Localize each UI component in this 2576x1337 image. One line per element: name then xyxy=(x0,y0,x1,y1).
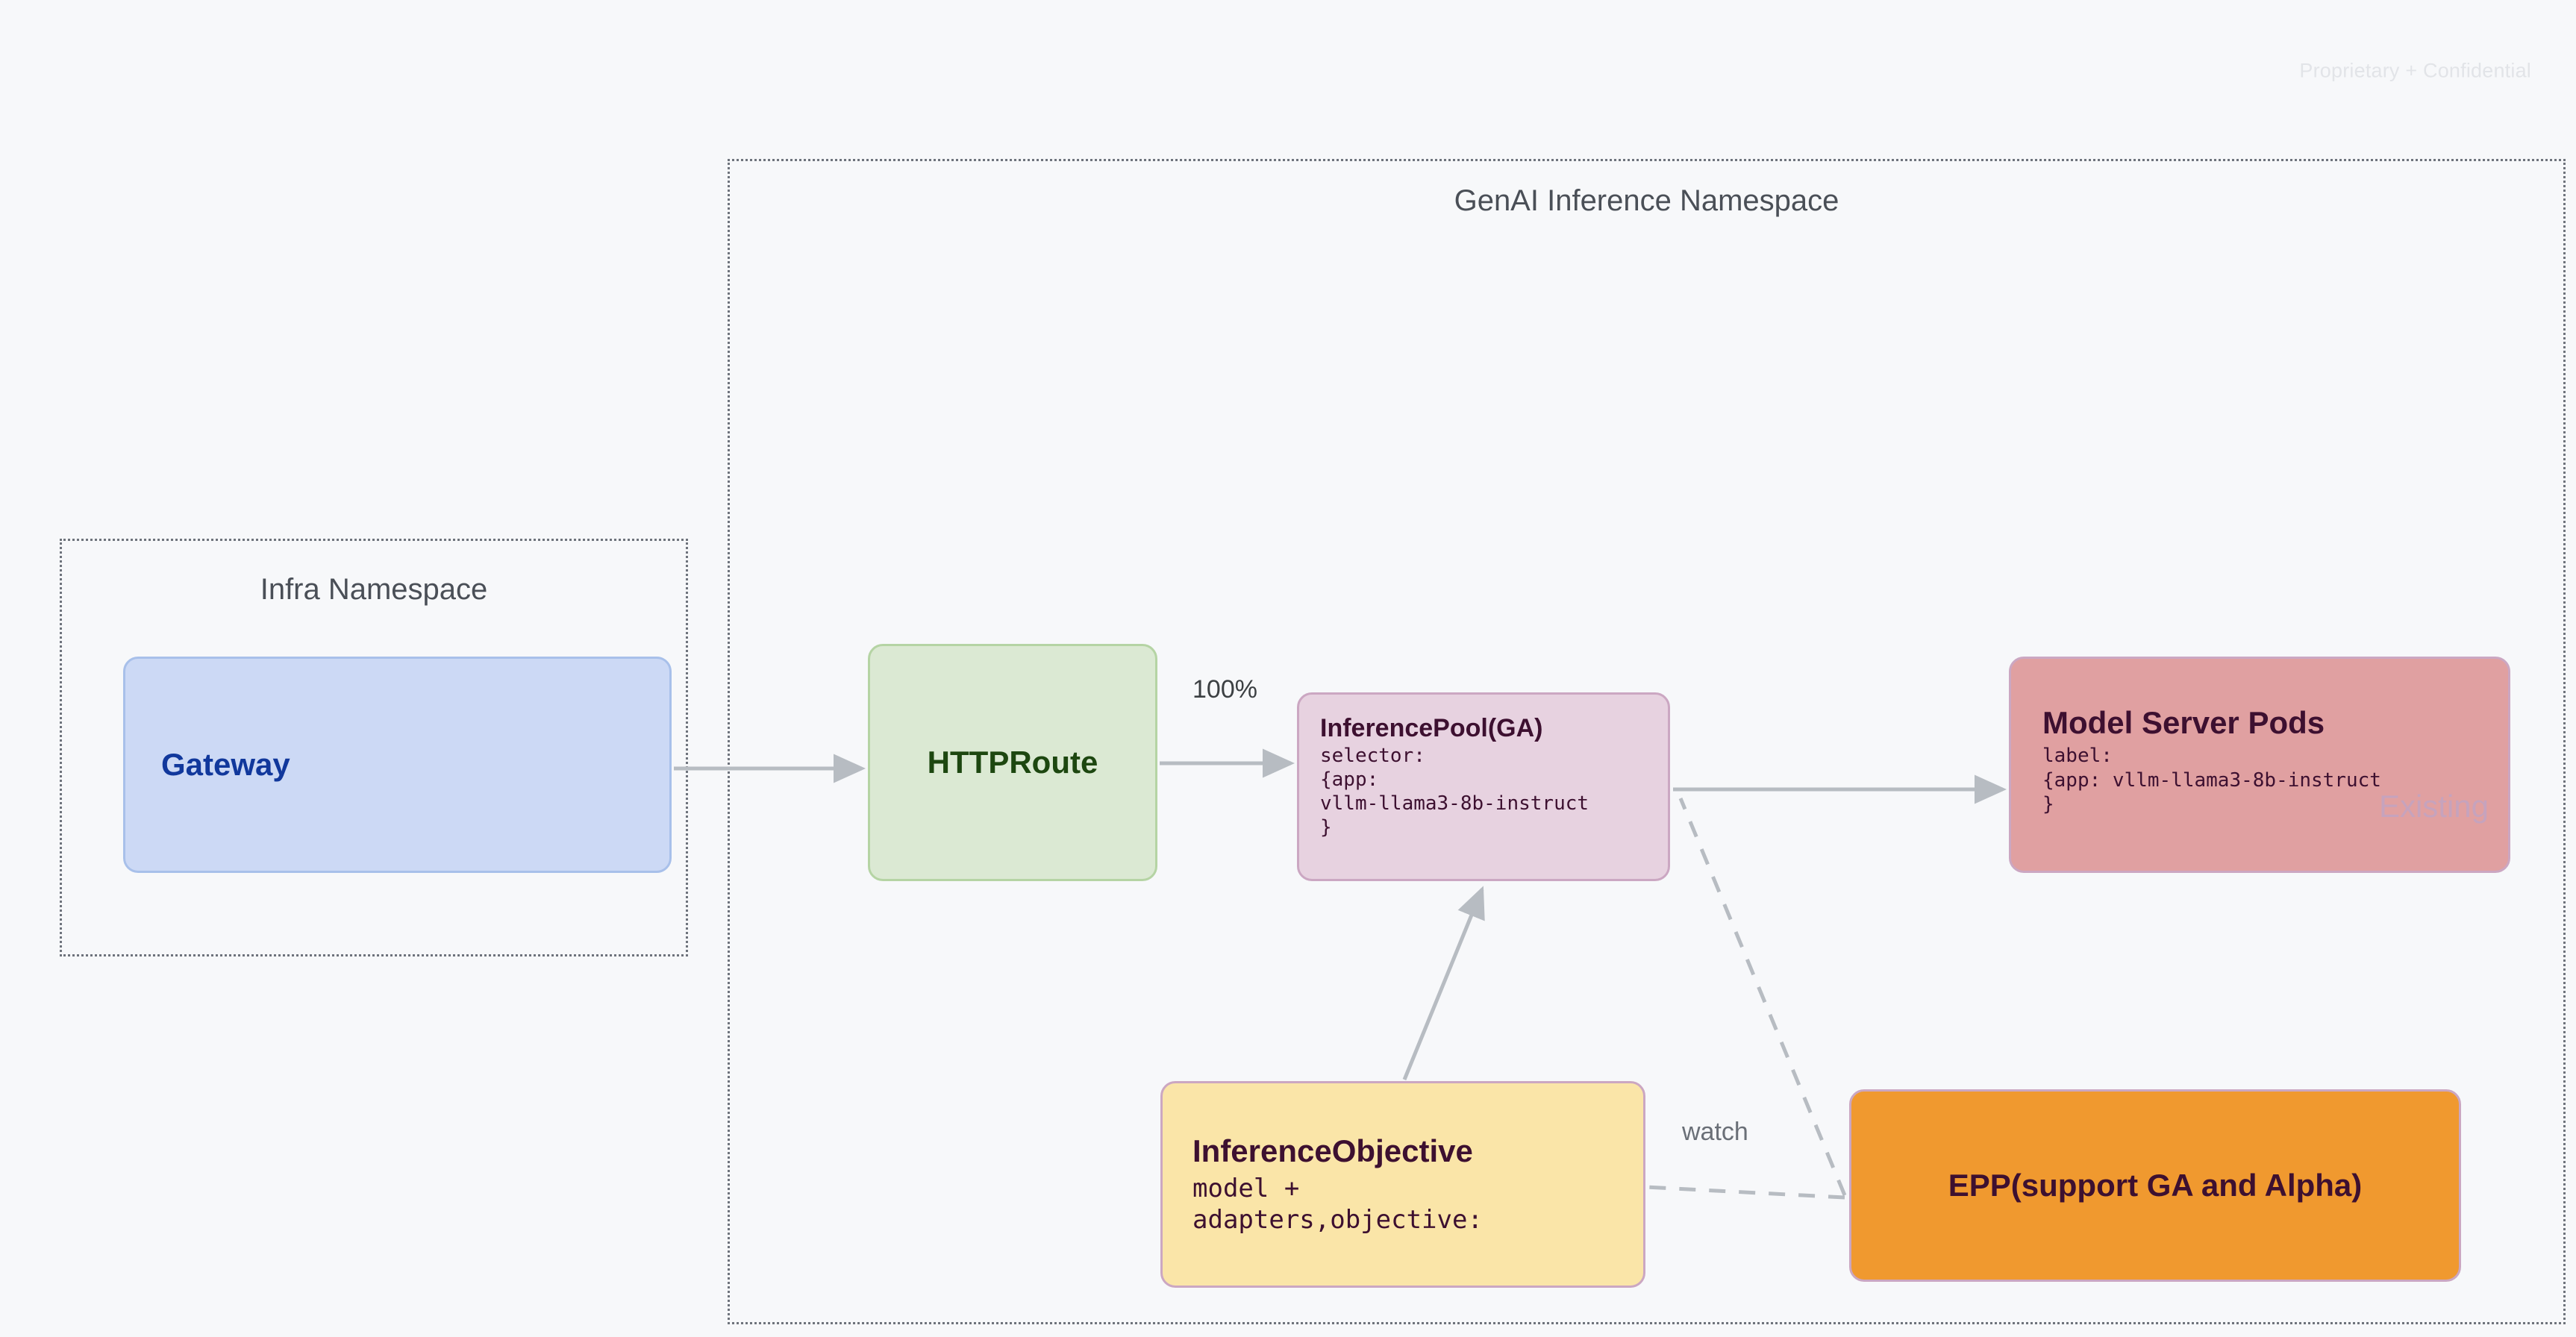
node-httproute[interactable]: HTTPRoute xyxy=(868,644,1157,881)
edge-label-traffic-weight: 100% xyxy=(1192,675,1257,704)
node-model-server-pods-body: label: {app: vllm-llama3-8b-instruct } xyxy=(2042,745,2381,815)
namespace-infra-title: Infra Namespace xyxy=(260,573,488,606)
watermark-label: Proprietary + Confidential xyxy=(2299,59,2531,82)
edge-label-watch: watch xyxy=(1682,1118,1748,1146)
node-model-server-pods[interactable]: Model Server Pods label: {app: vllm-llam… xyxy=(2009,657,2510,873)
node-inference-objective[interactable]: InferenceObjective model + adapters,obje… xyxy=(1160,1081,1645,1288)
node-inference-objective-title: InferenceObjective xyxy=(1192,1133,1473,1169)
node-inference-pool-title: InferencePool(GA) xyxy=(1320,714,1543,742)
namespace-genai-inference-title: GenAI Inference Namespace xyxy=(1454,184,1839,217)
node-model-server-pods-title: Model Server Pods xyxy=(2042,705,2325,740)
node-inference-pool-body: selector: {app: vllm-llama3-8b-instruct … xyxy=(1320,745,1589,839)
namespace-infra xyxy=(60,539,688,956)
node-inference-pool[interactable]: InferencePool(GA) selector: {app: vllm-l… xyxy=(1297,692,1670,881)
node-gateway-title: Gateway xyxy=(161,747,290,782)
node-epp-title: EPP(support GA and Alpha) xyxy=(1948,1168,2363,1203)
node-epp[interactable]: EPP(support GA and Alpha) xyxy=(1849,1089,2461,1282)
node-inference-objective-body: model + adapters,objective: xyxy=(1192,1174,1483,1235)
status-badge-existing: Existing xyxy=(2378,789,2489,824)
node-gateway[interactable]: Gateway xyxy=(123,657,672,873)
namespace-genai-inference xyxy=(728,159,2566,1324)
node-httproute-title: HTTPRoute xyxy=(927,745,1098,780)
